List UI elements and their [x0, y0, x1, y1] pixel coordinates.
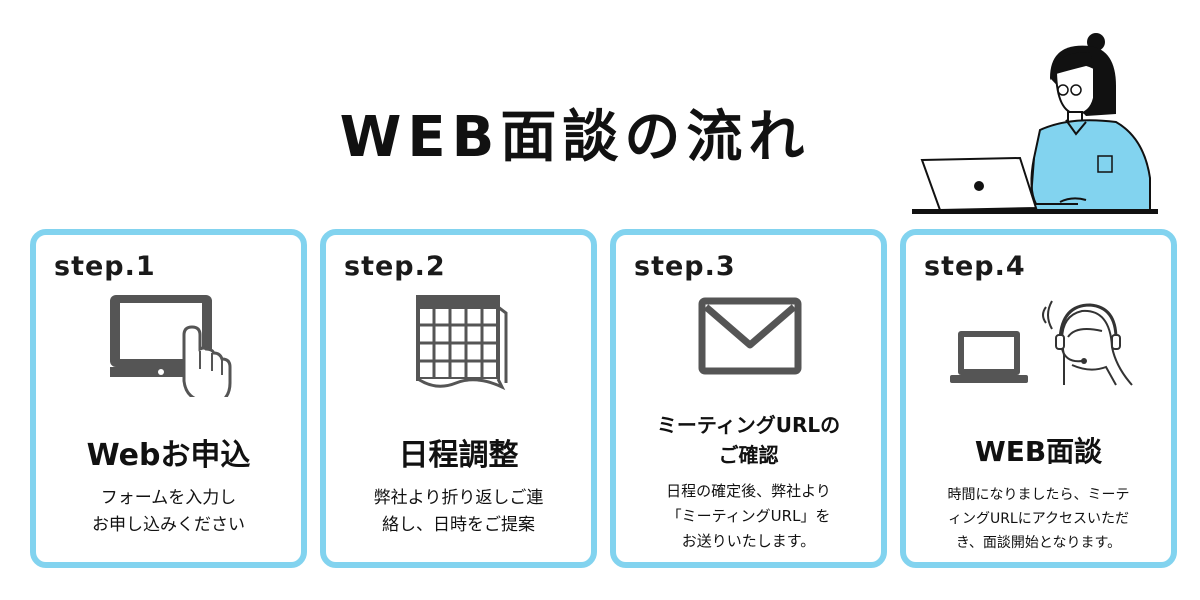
step-label: step.4 [924, 251, 1026, 282]
envelope-icon [698, 297, 802, 375]
step-label: step.2 [344, 251, 446, 282]
step-card-2: step.2 日程調整 弊社より折り返しご連 絡し、日時をご提案 [320, 229, 597, 568]
person-at-laptop-illustration [912, 33, 1158, 214]
calendar-icon [416, 295, 508, 391]
step-description: フォームを入力し お申し込みください [92, 488, 245, 535]
laptop-headset-operator-icon [950, 300, 1133, 386]
step-title: WEB面談 [974, 435, 1103, 468]
step-title: 日程調整 [398, 438, 519, 473]
step-label: step.3 [634, 251, 736, 282]
step-card-1: step.1 Webお申込 フォームを入力し お申し込みください [30, 229, 307, 568]
step-card-3: step.3 ミーティングURLの ご確認 日程の確定後、弊社より 「ミーティン… [610, 229, 887, 568]
page-title: WEB面談の流れ [339, 105, 811, 170]
tablet-touch-icon [110, 295, 232, 397]
step-description: 時間になりましたら、ミーテ ィングURLにアクセスいただ き、面談開始となります… [947, 487, 1130, 551]
step-title: Webお申込 [86, 438, 251, 473]
step-title: ミーティングURLの ご確認 [656, 413, 841, 467]
step-label: step.1 [54, 251, 156, 282]
step-description: 弊社より折り返しご連 絡し、日時をご提案 [373, 488, 544, 535]
step-description: 日程の確定後、弊社より 「ミーティングURL」を お送りいたします。 [666, 482, 831, 550]
step-card-4: step.4 WEB面談 時間になりましたら、ミーテ ィングURLにアクセスいた… [900, 229, 1177, 568]
